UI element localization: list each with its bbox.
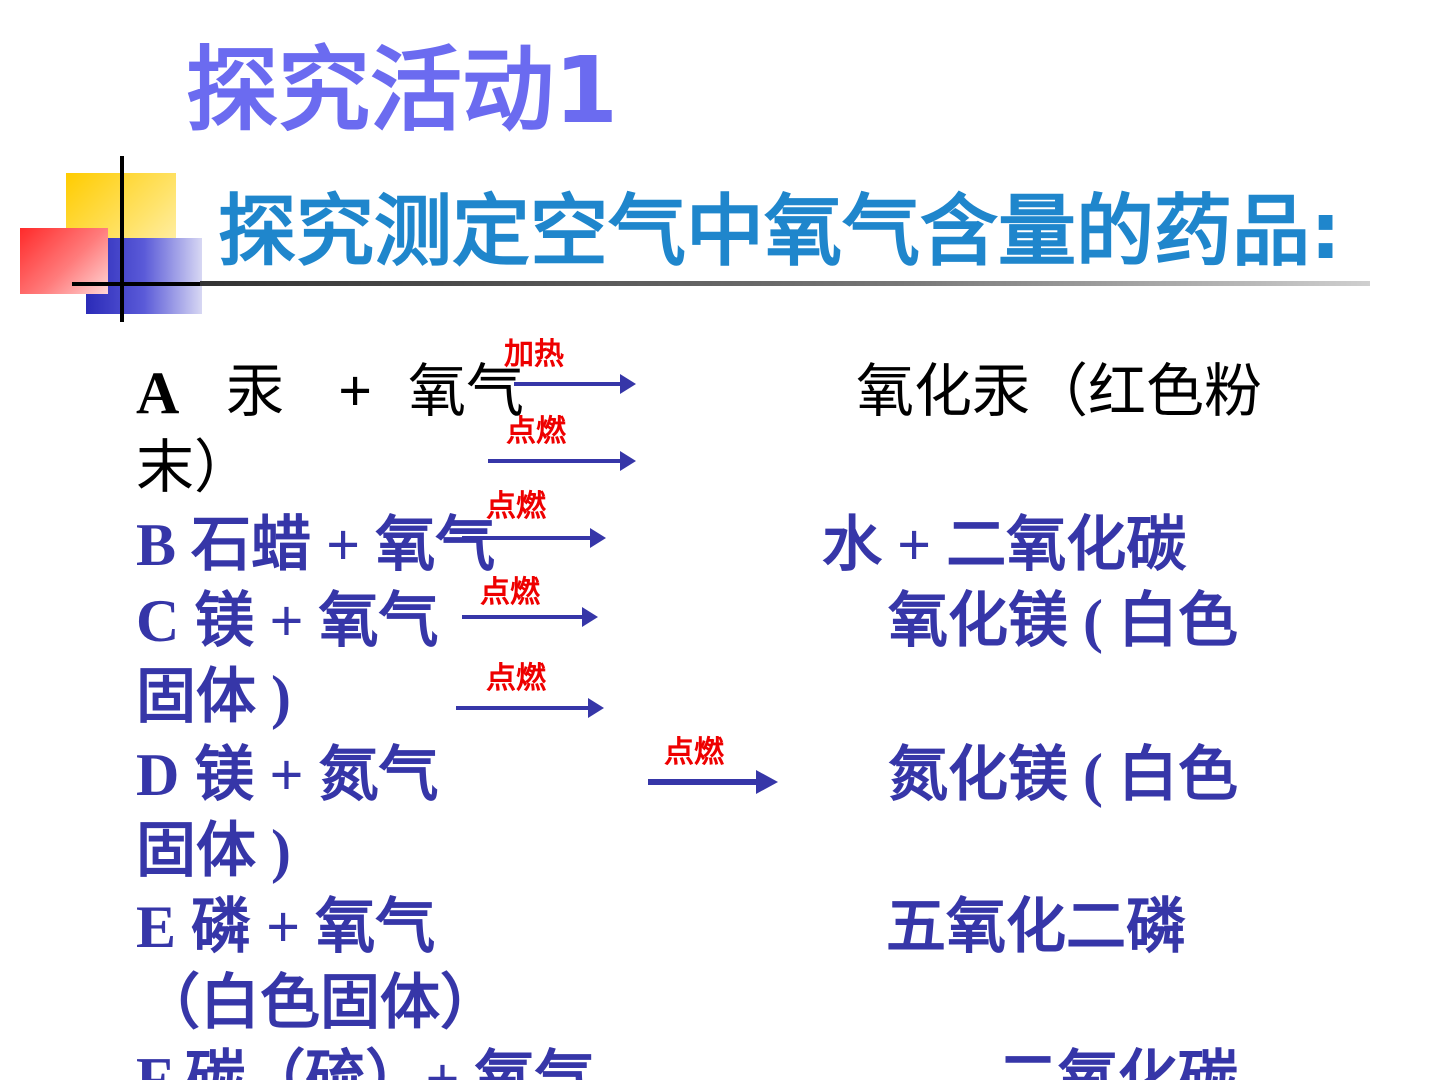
reaction-a-plus: + (338, 358, 373, 424)
decor-horizontal-line (72, 282, 202, 286)
slide-subtitle: 探究测定空气中氧气含量的药品: (218, 187, 1342, 277)
reaction-f-product: 二氧化碳 (998, 1046, 1238, 1080)
reaction-c-condition: 点燃 (480, 575, 540, 610)
reaction-e-product-line2: （白色固体） (140, 970, 500, 1036)
decor-vertical-line (120, 156, 124, 322)
reaction-a-arrow-ignite (488, 451, 636, 471)
title-underline-rule (200, 281, 1370, 286)
reaction-c-product-line2: 固体 ) (136, 664, 291, 730)
reaction-d-condition: 点燃 (664, 735, 724, 770)
reaction-d-arrow (648, 770, 778, 794)
reaction-a-product-line2: 末） (136, 433, 253, 501)
reaction-c-product-line1: 氧化镁 ( 白色 (888, 588, 1238, 654)
reaction-b-condition: 点燃 (486, 489, 546, 524)
reaction-a-label: A (136, 360, 180, 426)
reaction-a-reactant2: 氧气 (408, 357, 525, 425)
reaction-c-reactants: C 镁 + 氧气 (136, 588, 439, 654)
reaction-d-product-line2: 固体 ) (136, 818, 291, 884)
reaction-a-condition-heat: 加热 (504, 337, 564, 372)
reaction-a-arrow-heat (514, 374, 636, 394)
extra-condition: 点燃 (486, 661, 546, 696)
reaction-d-reactants: D 镁 + 氮气 (136, 742, 439, 808)
slide-title: 探究活动1 (186, 37, 619, 144)
reaction-f-reactants: F 碳（硫）+ 氧气 (136, 1046, 595, 1080)
reaction-b-products: 水 + 二氧化碳 (822, 512, 1187, 578)
reaction-b-reactants: B 石蜡 + 氧气 (136, 512, 496, 578)
reaction-a-condition-ignite: 点燃 (506, 414, 566, 449)
reaction-a-reactant1: 汞 (226, 357, 285, 425)
reaction-c-arrow (462, 607, 598, 627)
reaction-e-reactants: E 磷 + 氧气 (136, 894, 436, 960)
reaction-a-product-line1: 氧化汞（红色粉 (856, 357, 1263, 425)
reaction-e-product-line1: 五氧化二磷 (886, 894, 1186, 960)
reaction-d-product-line1: 氮化镁 ( 白色 (888, 742, 1238, 808)
extra-arrow (456, 698, 604, 718)
reaction-b-arrow (462, 528, 606, 548)
